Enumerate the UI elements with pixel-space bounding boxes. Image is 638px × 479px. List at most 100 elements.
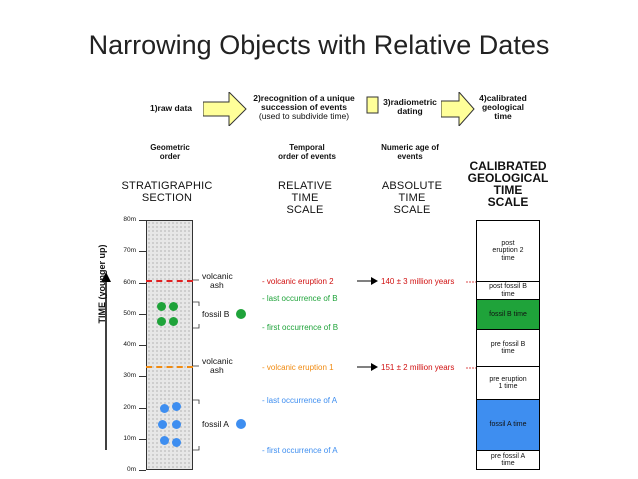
cal-fossil-b-time: fossil B time xyxy=(476,299,540,330)
depth-tick-label: 50m xyxy=(123,309,136,317)
depth-tick-mark xyxy=(139,220,146,221)
depth-tick-mark xyxy=(139,282,146,284)
header-abs-line2: TIME xyxy=(398,192,426,204)
fossil-b-icon xyxy=(169,317,178,326)
label-fossil-a: fossil A xyxy=(202,419,229,429)
event-first-occurrence-a: - first occurrence of A xyxy=(262,446,338,455)
fossil-b-icon xyxy=(157,302,166,311)
fossil-a-icon xyxy=(160,404,169,413)
label-volcanic-ash-top: volcanic ash xyxy=(202,272,233,290)
depth-tick-label: 80m xyxy=(123,216,136,223)
section-brackets xyxy=(193,279,200,451)
cal-fossil-a-time: fossil A time xyxy=(476,399,540,451)
step-arrow-4 xyxy=(441,92,475,126)
depth-tick-label: 30m xyxy=(123,372,136,380)
cal-pre-b-line2: time xyxy=(501,348,515,355)
header-abs-line3: SCALE xyxy=(393,204,431,216)
date-connectors xyxy=(466,281,476,369)
col-temporal-line2: order of events xyxy=(278,152,336,161)
depth-tick-mark xyxy=(139,251,146,253)
depth-tick-mark xyxy=(139,470,146,471)
step-recognition-line2: succession of events xyxy=(261,102,347,112)
fossil-a-icon xyxy=(172,438,181,447)
depth-tick-mark xyxy=(139,313,146,315)
cal-post-b-line2: time xyxy=(501,290,515,298)
step-calibrated-line1: 4)calibrated xyxy=(479,93,527,103)
header-relative-time-scale: RELATIVE TIME SCALE xyxy=(270,180,340,216)
ash-layer-bottom xyxy=(146,366,193,368)
event-volcanic-eruption-2: - volcanic eruption 2 xyxy=(262,277,334,286)
cal-pre-fossil-b: pre fossil B time xyxy=(476,329,540,367)
col-numeric-line2: events xyxy=(397,152,423,161)
header-calibrated-time-scale: CALIBRATED GEOLOGICAL TIME SCALE xyxy=(456,160,560,208)
fossil-a-icon xyxy=(160,436,169,445)
cal-pre-eruption-1: pre eruption 1 time xyxy=(476,366,540,400)
step-radiometric-line1: 3)radiometric xyxy=(383,97,437,107)
label-ash-top-line2: ash xyxy=(210,280,224,290)
date-eruption-2: 140 ± 3 million years xyxy=(381,277,455,286)
header-cal-line1: CALIBRATED xyxy=(469,159,547,173)
header-stratigraphic-section: STRATIGRAPHIC SECTION xyxy=(112,180,222,204)
ash-layer-top xyxy=(146,280,193,282)
cal-post-e2-line1: post xyxy=(501,239,515,247)
depth-tick-label: 0m xyxy=(126,466,136,473)
date-arrow-2 xyxy=(357,277,378,285)
depth-tick-mark xyxy=(139,407,146,409)
header-strat-line1: STRATIGRAPHIC xyxy=(121,180,213,192)
label-ash-bottom-line1: volcanic xyxy=(202,356,233,366)
date-eruption-1: 151 ± 2 million years xyxy=(381,363,455,372)
cal-pre-a-line1: pre fossil A xyxy=(490,452,526,460)
depth-tick-label: 20m xyxy=(123,403,136,411)
event-last-occurrence-b: - last occurrence of B xyxy=(262,294,338,303)
cal-pre-fossil-a: pre fossil A time xyxy=(476,450,540,470)
fossil-b-icon xyxy=(157,317,166,326)
fossil-b-icon xyxy=(169,302,178,311)
fossil-b-legend-icon xyxy=(236,309,246,319)
step-calibrated-line2: geological xyxy=(481,102,525,112)
cal-pre-a-line2: time xyxy=(501,460,515,467)
label-ash-bottom-line2: ash xyxy=(210,365,224,375)
step-arrow-1 xyxy=(203,92,247,126)
col-geometric-line2: order xyxy=(159,152,181,161)
time-axis-label: TIME (younger up) xyxy=(97,244,107,324)
step-recognition-sub: (used to subdivide time) xyxy=(258,111,350,121)
label-volcanic-ash-bottom: volcanic ash xyxy=(202,357,233,375)
time-axis-arrow xyxy=(101,272,111,450)
step-radiometric-line2: dating xyxy=(397,106,423,116)
cal-post-e2-line2: eruption 2 xyxy=(492,247,524,255)
label-fossil-b: fossil B xyxy=(202,309,230,319)
col-geometric-line1: Geometric xyxy=(150,143,190,152)
header-cal-line2: GEOLOGICAL xyxy=(467,171,549,185)
header-strat-line2: SECTION xyxy=(141,192,193,204)
depth-tick-mark xyxy=(139,438,146,440)
cal-pre-b-line1: pre fossil B xyxy=(490,340,526,348)
step-raw-data: 1)raw data xyxy=(149,103,193,113)
depth-tick-mark xyxy=(139,345,146,346)
header-rel-line1: RELATIVE xyxy=(278,180,332,192)
header-abs-line1: ABSOLUTE xyxy=(381,180,443,192)
fossil-a-legend-icon xyxy=(236,419,246,429)
cal-pre-e1-line1: pre eruption xyxy=(489,375,527,383)
step-radiometric: 3)radiometric dating xyxy=(380,98,440,116)
header-cal-line3: TIME xyxy=(493,183,523,197)
step-recognition: 2)recognition of a unique succession of … xyxy=(244,94,364,121)
header-absolute-time-scale: ABSOLUTE TIME SCALE xyxy=(374,180,450,216)
fossil-a-icon xyxy=(172,420,181,429)
slide-title: Narrowing Objects with Relative Dates xyxy=(88,30,550,60)
step-calibrated: 4)calibrated geological time xyxy=(474,94,532,121)
step-box-3 xyxy=(366,96,379,114)
depth-tick-label: 60m xyxy=(123,278,136,286)
cal-post-fossil-b: post fossil B time xyxy=(476,281,540,300)
fossil-a-icon xyxy=(172,402,181,411)
stratigraphic-column xyxy=(146,220,193,470)
cal-post-eruption-2: post eruption 2 time xyxy=(476,220,540,282)
depth-tick-label: 10m xyxy=(123,434,136,442)
depth-tick-mark xyxy=(139,376,146,378)
fossil-a-icon xyxy=(158,420,167,429)
col-temporal-order: Temporal order of events xyxy=(262,143,352,161)
header-rel-line2: TIME xyxy=(291,192,319,204)
label-ash-top-line1: volcanic xyxy=(202,271,233,281)
header-rel-line3: SCALE xyxy=(286,204,324,216)
cal-pre-e1-line2: 1 time xyxy=(498,383,518,390)
date-arrow-1 xyxy=(357,363,378,371)
